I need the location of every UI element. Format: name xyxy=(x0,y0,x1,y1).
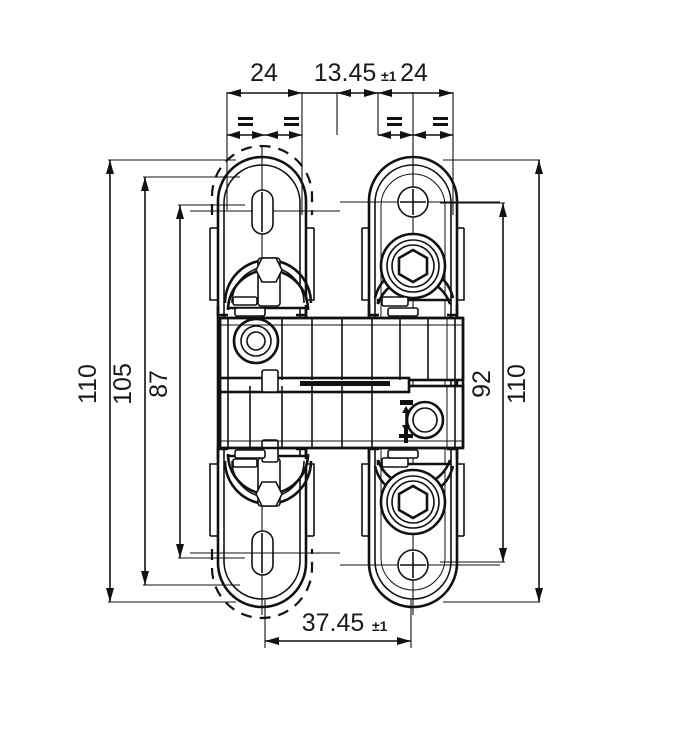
dimension-right-110: 110 xyxy=(503,364,531,404)
tolerance-top-center: ±1 xyxy=(381,68,397,84)
dimension-left-105: 105 xyxy=(109,363,137,405)
slot-screw-bottom-left xyxy=(240,530,286,576)
dimension-right-92: 92 xyxy=(468,370,496,398)
left-dimension-group: 110 105 87 xyxy=(74,159,245,603)
round-cross-screw-top-right xyxy=(397,186,429,218)
three-d-adjust-marker-icon xyxy=(399,400,413,443)
dimension-bottom-37-45: 37.45 xyxy=(302,609,365,637)
slot-screw-top-left xyxy=(251,189,274,235)
tolerance-bottom: ±1 xyxy=(372,618,388,634)
hex-ring-screw-top-right xyxy=(379,232,447,300)
equal-mark-icon-3 xyxy=(387,117,402,126)
bottom-dimension-group: 37.45 ±1 xyxy=(264,600,412,648)
round-cross-screw-bottom-right xyxy=(397,549,429,581)
equal-mark-icon-2 xyxy=(284,117,299,126)
pivot-ring-left xyxy=(232,317,280,365)
top-dimension-group: 24 13.45 ±1 24 xyxy=(226,59,454,215)
hex-screw-top-left xyxy=(255,257,283,307)
hinge-center-link-body xyxy=(218,316,465,463)
adjust-ring-right xyxy=(405,400,445,440)
right-dimension-group: 92 110 xyxy=(440,159,543,603)
dimension-left-110: 110 xyxy=(74,364,102,404)
detail-marks-group xyxy=(234,307,419,459)
dimension-top-center-13-45: 13.45 xyxy=(314,59,377,87)
dimension-left-87: 87 xyxy=(145,370,173,398)
equal-mark-icon-4 xyxy=(433,117,448,126)
equal-mark-icon-1 xyxy=(238,117,253,126)
dimension-top-left-24: 24 xyxy=(250,59,278,87)
hex-ring-screw-bottom-right xyxy=(379,468,447,536)
hex-screw-bottom-left xyxy=(255,457,283,507)
dimension-top-right-24: 24 xyxy=(400,59,428,87)
left-hinge-leaf xyxy=(209,144,315,620)
